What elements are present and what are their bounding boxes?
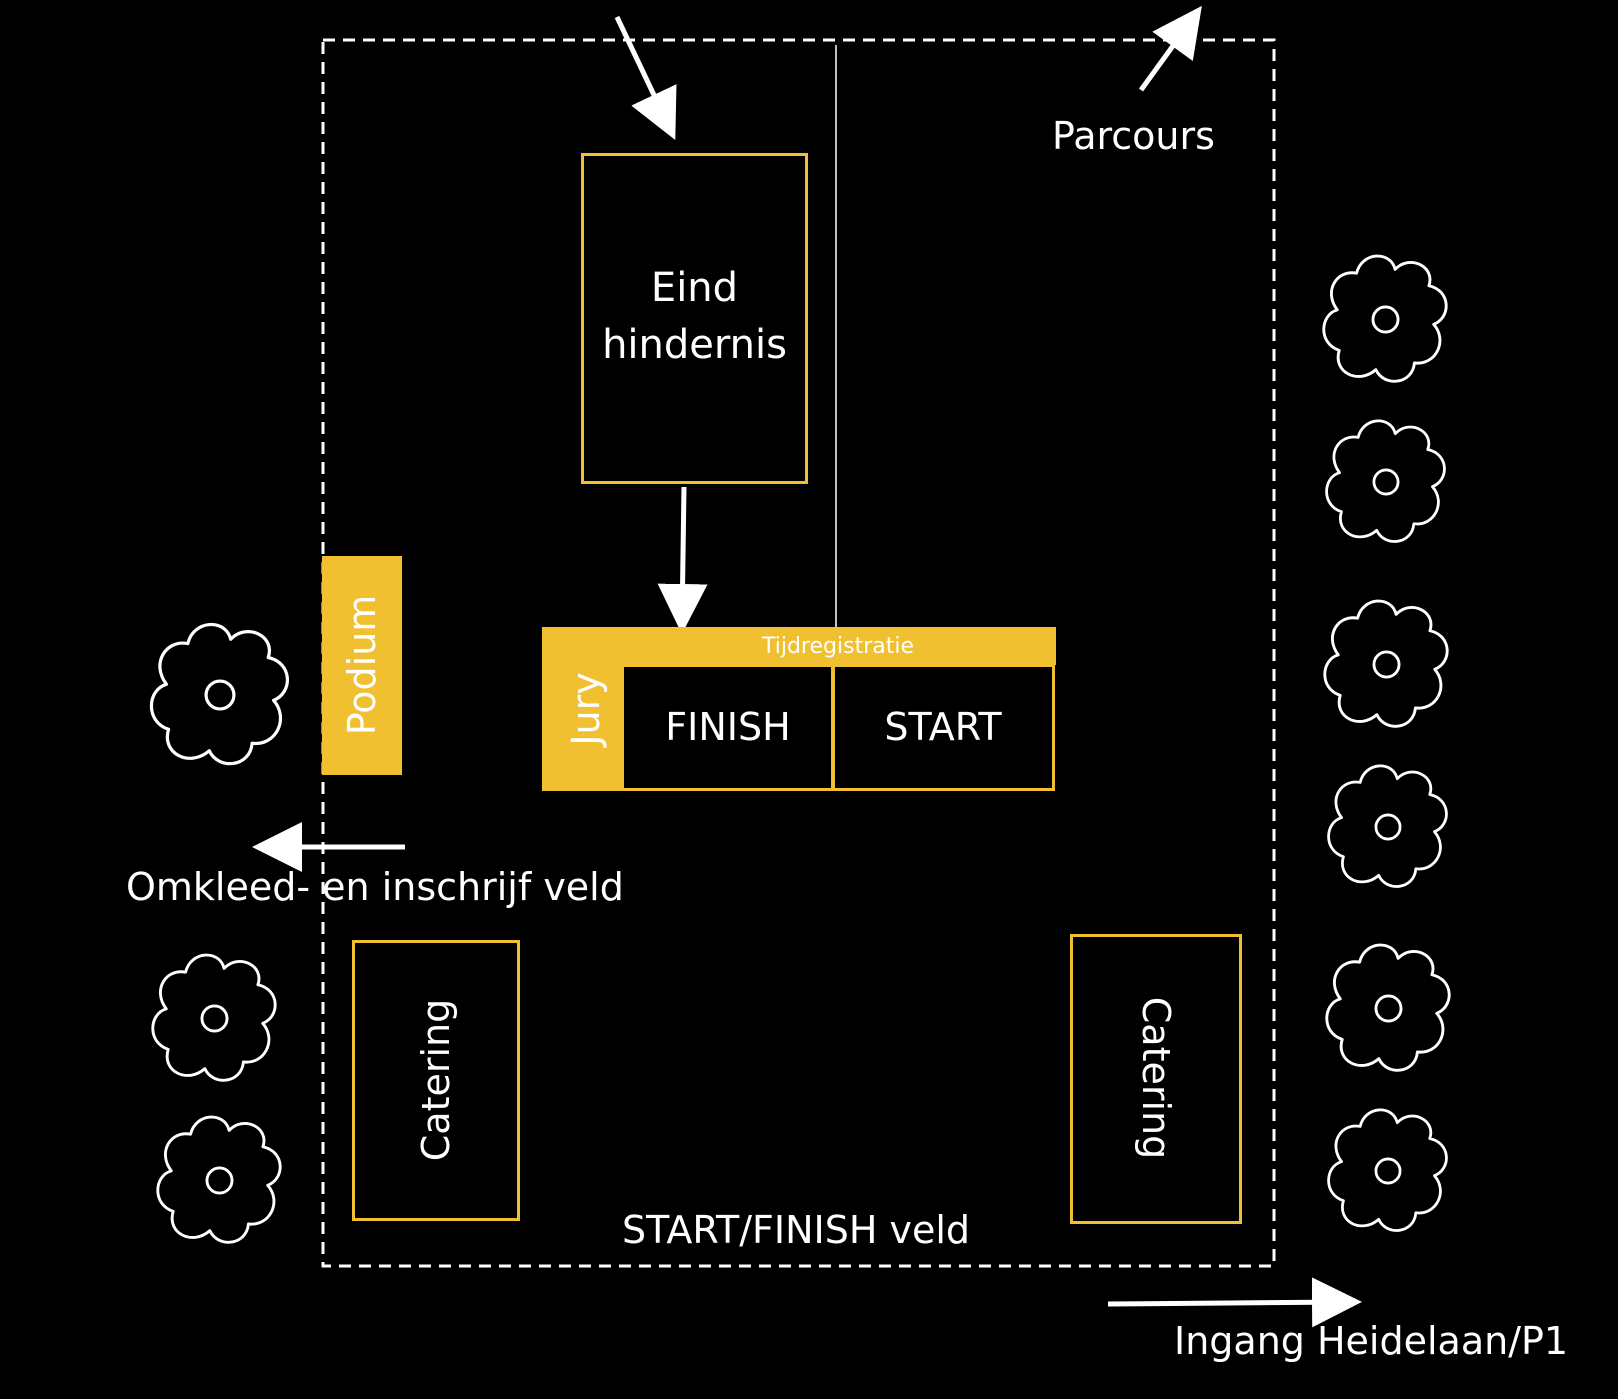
time-registration-bar <box>620 627 1056 665</box>
entrance-label: Ingang Heidelaan/P1 <box>1174 1319 1569 1363</box>
final-obstacle-label-line2: hindernis <box>602 322 787 368</box>
final-obstacle-label-line1: Eind <box>650 265 739 311</box>
start-finish-field-label: START/FINISH veld <box>622 1208 971 1252</box>
jury-label: Jury <box>564 672 608 746</box>
parcours-label: Parcours <box>1052 114 1215 158</box>
arrow-parcours-icon <box>1138 5 1202 92</box>
tree-icon <box>1325 943 1451 1072</box>
podium-box <box>322 556 402 775</box>
tree-icon <box>1322 254 1448 383</box>
time-registration-label: Tijdregistratie <box>761 634 914 659</box>
arrow-right-icon <box>1107 1277 1362 1328</box>
tree-icon <box>151 953 277 1082</box>
arrow-entry-icon <box>614 15 677 141</box>
start-box <box>831 664 1055 791</box>
catering-right-label: Catering <box>1134 996 1178 1160</box>
catering-right-box <box>1070 934 1242 1224</box>
tree-icon <box>1327 1108 1448 1232</box>
final-obstacle-box <box>581 153 808 484</box>
tree-icon <box>1327 764 1448 888</box>
catering-left-label: Catering <box>414 998 458 1162</box>
catering-left-box <box>352 940 520 1221</box>
podium-label: Podium <box>340 594 384 736</box>
changing-registration-label: Omkleed- en inschrijf veld <box>126 865 624 909</box>
tree-icon <box>1325 419 1446 543</box>
jury-box <box>542 627 624 791</box>
tree-icon <box>156 1115 282 1244</box>
finish-label: FINISH <box>665 705 791 749</box>
tree-icon <box>1323 599 1449 728</box>
tree-icon <box>149 622 290 766</box>
arrow-down-icon <box>657 486 708 634</box>
start-label: START <box>884 705 1002 749</box>
